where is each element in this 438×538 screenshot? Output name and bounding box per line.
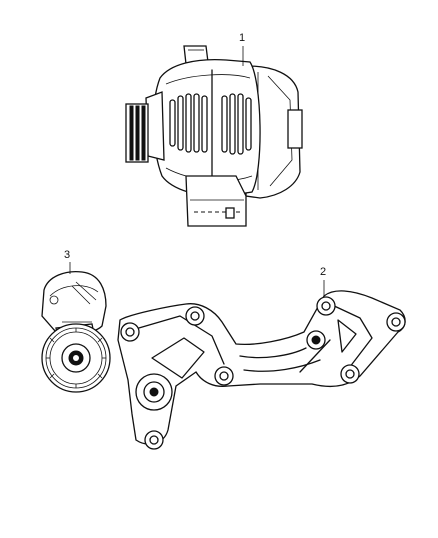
alternator-pulley [125,103,149,163]
tensioner-pulley [41,323,111,393]
alternator [125,45,303,227]
mounting-bracket [117,290,406,450]
bracket-holes [120,296,406,450]
callout-2: 2 [320,266,327,278]
belt-tensioner [41,270,111,393]
callout-1: 1 [239,32,246,44]
alternator-cooling-slots [169,93,252,155]
callout-3: 3 [64,249,71,261]
